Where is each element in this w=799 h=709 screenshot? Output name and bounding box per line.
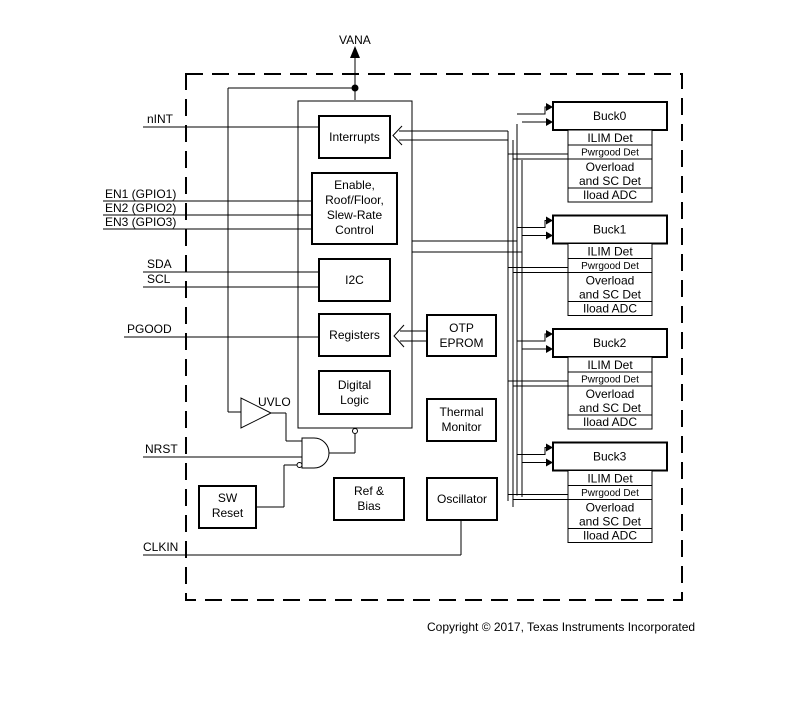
en3-label: EN3 (GPIO3) [105, 215, 176, 229]
digital-logic-label-2: Logic [340, 393, 369, 407]
digital-logic-block [318, 370, 391, 415]
en2-label: EN2 (GPIO2) [105, 201, 176, 215]
enable-control-block [311, 172, 398, 245]
overload-sc-det-block [567, 499, 653, 529]
pwrgood-det-label: Pwrgood Det [581, 261, 639, 272]
digital-logic-label-1: Digital [338, 378, 371, 392]
copyright-text: Copyright © 2017, Texas Instruments Inco… [427, 620, 695, 634]
control-arrow-icon [546, 330, 553, 338]
iload-adc-label: Iload ADC [583, 529, 637, 543]
iload-adc-block [567, 301, 653, 316]
control-arrow-icon [546, 118, 553, 126]
overload-label-2: and SC Det [579, 515, 642, 529]
overload-label-2: and SC Det [579, 174, 642, 188]
otp-label-2: EPROM [439, 336, 483, 350]
i2c-block [318, 258, 391, 302]
buck-name: Buck2 [593, 336, 627, 350]
control-arrow-icon [546, 458, 553, 467]
nint-label: nINT [147, 112, 174, 126]
en1-label: EN1 (GPIO1) [105, 187, 176, 201]
gate-inverted-input-bubble [296, 462, 303, 468]
vana-label: VANA [339, 33, 371, 47]
scl-label: SCL [147, 272, 171, 286]
otp-label-1: OTP [449, 321, 474, 335]
overload-label-2: and SC Det [579, 288, 642, 302]
ref-bias-label-1: Ref & [354, 484, 384, 498]
enable-label-1: Enable, [334, 178, 375, 192]
buck-name: Buck3 [593, 450, 627, 464]
pwrgood-det-label: Pwrgood Det [581, 375, 639, 386]
thermal-label-1: Thermal [439, 405, 483, 419]
enable-label-4: Control [335, 223, 374, 237]
i2c-label: I2C [345, 273, 364, 287]
sw-reset-label-1: SW [218, 491, 238, 505]
oscillator-label: Oscillator [437, 492, 487, 506]
enable-label-3: Slew-Rate [327, 208, 383, 222]
iload-adc-block [567, 414, 653, 430]
sda-label: SDA [147, 257, 172, 271]
uvlo-buffer [240, 397, 273, 429]
buck-block [552, 328, 668, 358]
vana-arrow [350, 46, 360, 58]
sw-reset-label-2: Reset [212, 506, 244, 520]
overload-label-1: Overload [586, 274, 635, 288]
overload-label-2: and SC Det [579, 401, 642, 415]
control-arrow-icon [546, 216, 553, 225]
overload-sc-det-block [567, 158, 653, 189]
interrupt-bus-arrow [392, 125, 403, 146]
interrupts-block [318, 115, 391, 159]
ilim-det-label: ILIM Det [587, 472, 633, 486]
interrupts-label: Interrupts [329, 130, 380, 144]
clkin-label: CLKIN [143, 540, 178, 554]
pwrgood-det-label: Pwrgood Det [581, 488, 639, 499]
iload-adc-label: Iload ADC [583, 188, 637, 202]
nrst-label: NRST [145, 442, 178, 456]
control-arrow-icon [546, 231, 553, 240]
overload-label-1: Overload [586, 501, 635, 515]
iload-adc-block [567, 187, 653, 203]
ilim-det-label: ILIM Det [587, 358, 633, 372]
reset-and-gate [301, 437, 330, 469]
iload-adc-label: Iload ADC [583, 302, 637, 316]
enable-label-2: Roof/Floor, [325, 193, 384, 207]
pwrgood-det-label: Pwrgood Det [581, 148, 639, 159]
ref-bias-block [333, 477, 405, 521]
uvlo-label: UVLO [258, 395, 291, 409]
thermal-label-2: Monitor [441, 420, 481, 434]
control-arrow-icon [546, 345, 553, 353]
otp-eprom-block [426, 314, 497, 357]
overload-label-1: Overload [586, 387, 635, 401]
control-arrow-icon [546, 443, 553, 452]
registers-block [318, 313, 391, 357]
ilim-det-label: ILIM Det [587, 131, 633, 145]
buck-name: Buck0 [593, 109, 627, 123]
ilim-det-label: ILIM Det [587, 245, 633, 259]
registers-label: Registers [329, 328, 380, 342]
reset-input-bubble [352, 428, 358, 434]
pgood-label: PGOOD [127, 322, 172, 336]
ref-bias-label-2: Bias [357, 499, 380, 513]
overload-label-1: Overload [586, 160, 635, 174]
iload-adc-block [567, 528, 653, 543]
iload-adc-label: Iload ADC [583, 415, 637, 429]
control-arrow-icon [546, 103, 553, 111]
buck-name: Buck1 [593, 223, 627, 237]
otp-to-registers-arrow [393, 324, 405, 348]
thermal-monitor-block [426, 398, 497, 442]
buck-block [552, 214, 668, 245]
oscillator-block [426, 477, 498, 521]
